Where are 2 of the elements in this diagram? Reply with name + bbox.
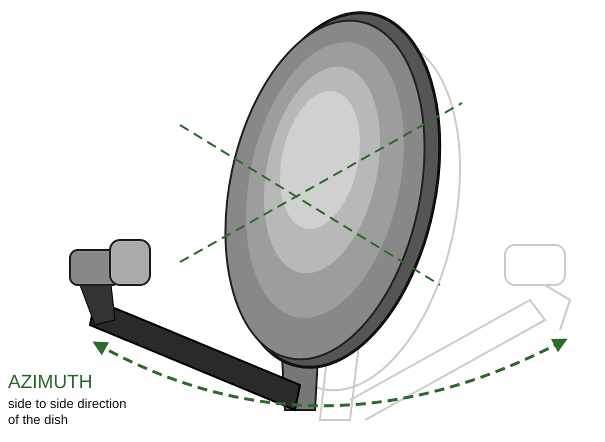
heading: AZIMUTH: [8, 372, 92, 394]
description-text: side to side direction of the dish: [8, 396, 128, 428]
